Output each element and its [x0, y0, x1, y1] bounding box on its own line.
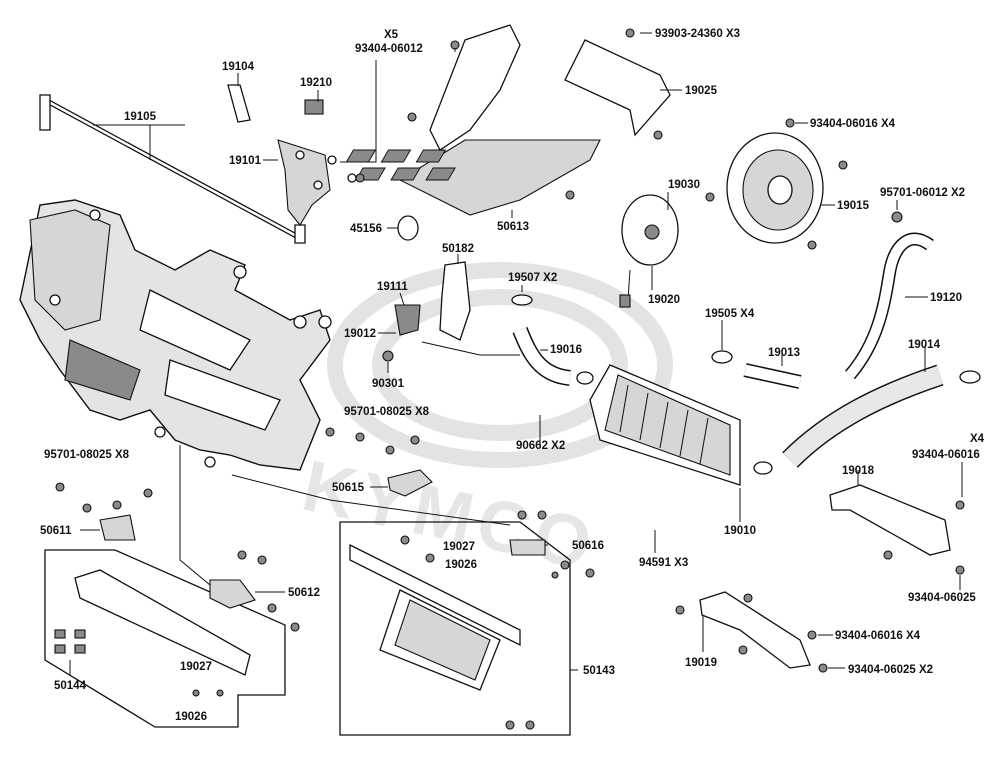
rod-19105 [39, 94, 306, 244]
label-19020: 19020 [648, 294, 680, 306]
callout-labels: X5 93404-06012 93903-24360 X3 19104 1921… [40, 28, 985, 723]
label-19015: 19015 [837, 200, 870, 212]
box-50143 [339, 521, 571, 736]
label-19507: 19507 X2 [508, 272, 557, 284]
shroud-19025 [429, 24, 671, 151]
label-19016: 19016 [550, 344, 582, 356]
label-19026-box: 19026 [445, 559, 477, 571]
label-19018: 19018 [842, 465, 875, 477]
main-frame-19101 [19, 199, 332, 471]
label-19027-box: 19027 [443, 541, 475, 553]
bracket-50612 [209, 579, 256, 609]
fan-shroud-19015 [726, 132, 824, 244]
label-93404-06016-x4-top: 93404-06016 X4 [810, 118, 896, 130]
label-50612: 50612 [288, 587, 320, 599]
bracket-50611 [99, 514, 136, 541]
hose-19013 [743, 363, 802, 389]
label-19026-lower: 19026 [175, 711, 207, 723]
label-19104: 19104 [222, 61, 255, 73]
bolts [55, 28, 965, 730]
label-x5: X5 [384, 29, 399, 41]
label-19025: 19025 [685, 85, 718, 97]
rubber-19210 [304, 99, 324, 115]
hose-19014 [782, 364, 944, 468]
label-50143: 50143 [583, 665, 615, 677]
label-19210: 19210 [300, 77, 332, 89]
label-19030: 19030 [668, 179, 700, 191]
label-95701-08025-x8-left: 95701-08025 X8 [44, 449, 130, 461]
sensor-19111 [394, 304, 421, 336]
label-90662: 90662 X2 [516, 440, 565, 452]
label-45156: 45156 [350, 223, 382, 235]
label-19013: 19013 [768, 347, 800, 359]
label-94591: 94591 X3 [639, 557, 688, 569]
bracket-19101 [277, 139, 357, 226]
label-50615: 50615 [332, 482, 365, 494]
label-50616: 50616 [572, 540, 604, 552]
undertray-50613 [345, 139, 601, 216]
bracket-50182 [439, 261, 471, 341]
clip-19104 [227, 84, 251, 123]
label-93903-24360: 93903-24360 X3 [655, 28, 740, 40]
label-93404-06025-x2: 93404-06025 X2 [848, 664, 933, 676]
label-50144: 50144 [54, 680, 87, 692]
label-90301: 90301 [372, 378, 405, 390]
label-19010: 19010 [724, 525, 756, 537]
box-50144 [44, 549, 286, 728]
label-95701-08025-x8-top: 95701-08025 X8 [344, 406, 430, 418]
label-93404-06016-right: 93404-06016 [912, 449, 980, 461]
clamps [397, 215, 981, 475]
fan-19030 [619, 194, 679, 308]
label-93404-06016-x4-bottom: 93404-06016 X4 [835, 630, 921, 642]
label-19019: 19019 [685, 657, 717, 669]
label-19012: 19012 [344, 328, 376, 340]
hose-19016 [512, 327, 572, 386]
label-19120: 19120 [930, 292, 962, 304]
bracket-19019 [699, 591, 811, 669]
label-19505: 19505 X4 [705, 308, 755, 320]
hose-19120 [844, 232, 934, 380]
label-x4: X4 [970, 433, 985, 445]
label-93404-06025: 93404-06025 [908, 592, 976, 604]
label-19111: 19111 [377, 281, 408, 293]
label-93404-06012: 93404-06012 [355, 43, 423, 55]
label-19027-lower: 19027 [180, 661, 212, 673]
label-19101: 19101 [229, 155, 262, 167]
label-50182: 50182 [442, 243, 474, 255]
bracket-50616 [509, 539, 546, 556]
bracket-19018 [829, 484, 951, 556]
label-19105: 19105 [124, 111, 157, 123]
label-95701-06012: 95701-06012 X2 [880, 187, 965, 199]
label-50613: 50613 [497, 221, 529, 233]
label-50611: 50611 [40, 525, 72, 537]
leader-lines [69, 32, 963, 675]
label-19014: 19014 [908, 339, 941, 351]
bracket-50615 [387, 469, 433, 497]
radiator-19010 [589, 364, 741, 486]
